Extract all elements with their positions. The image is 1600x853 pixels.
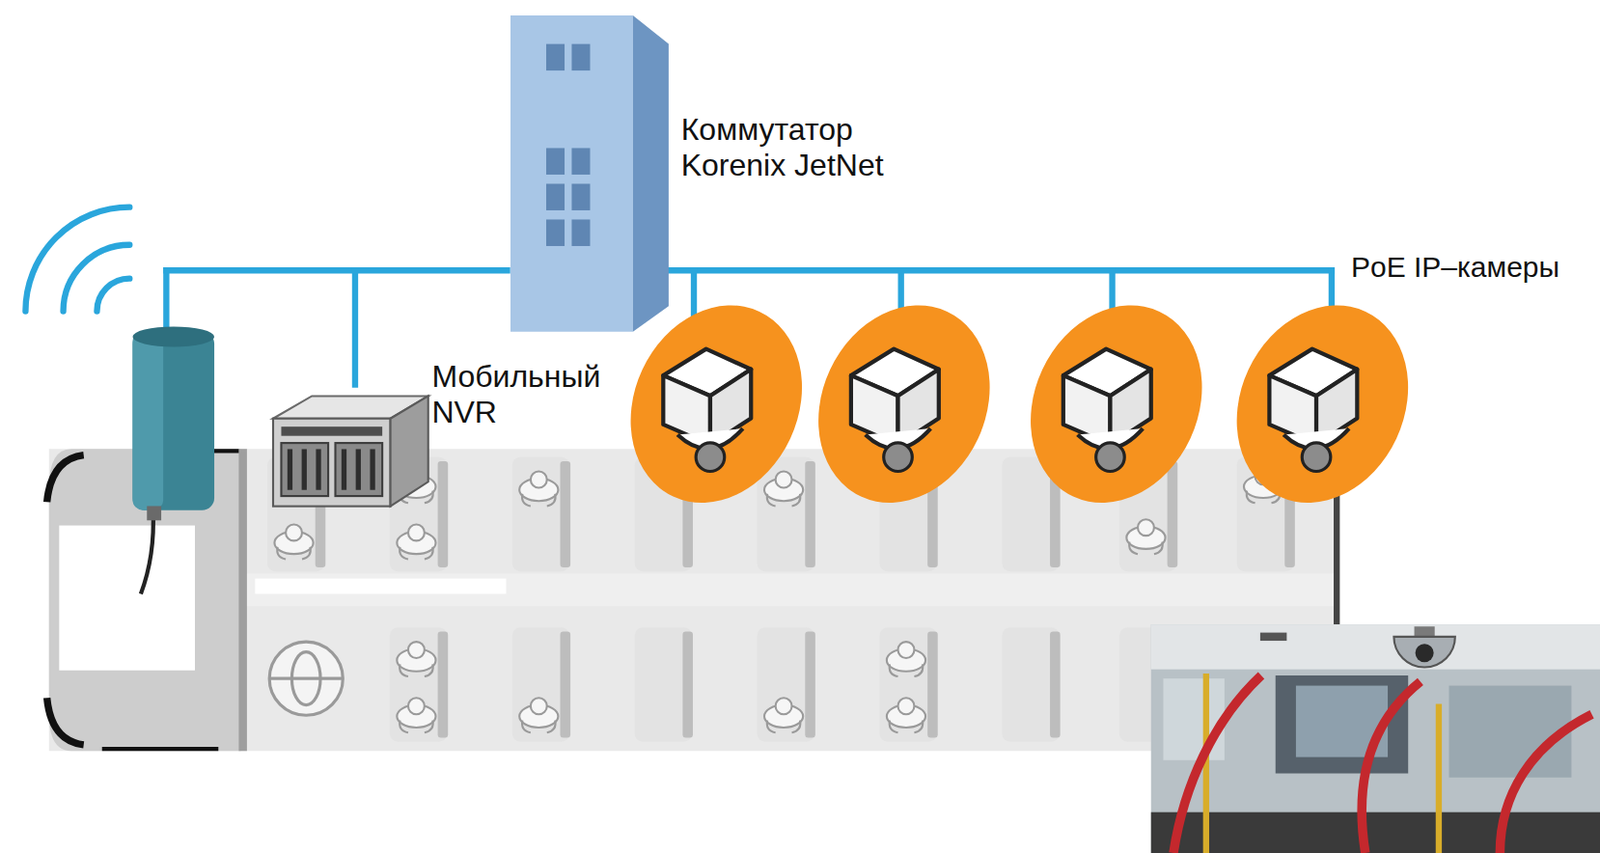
nvr-front	[273, 418, 391, 507]
switch-front	[510, 15, 634, 332]
photo-background	[1151, 624, 1600, 853]
ip-camera	[998, 276, 1234, 531]
router-highlight	[132, 331, 164, 511]
bumper	[47, 455, 84, 503]
photo-handrail	[1499, 714, 1592, 853]
camera-halo	[998, 276, 1234, 531]
nvr-detail	[287, 448, 293, 490]
router-connector	[146, 505, 162, 521]
switch-window	[571, 147, 590, 174]
ip-camera	[1205, 276, 1440, 531]
passenger	[1126, 519, 1165, 554]
network-wire	[165, 267, 356, 274]
camera-icon	[1063, 349, 1152, 472]
photo-handrail	[1361, 681, 1421, 853]
passenger	[396, 697, 436, 733]
nvr-detail	[302, 448, 307, 490]
camera-halo	[1205, 276, 1440, 531]
wifi-arc	[96, 278, 130, 312]
photo-light	[1260, 633, 1287, 641]
passenger	[764, 471, 803, 507]
switch-window	[571, 43, 590, 70]
seat	[512, 457, 571, 572]
nvr-bay	[335, 442, 384, 497]
camera-group-label: PoE IP–камеры	[1351, 249, 1560, 285]
cab-divider	[238, 448, 247, 751]
seat	[1001, 627, 1060, 742]
seat	[757, 627, 816, 742]
photo-side-window	[1449, 686, 1573, 778]
passenger	[396, 524, 436, 560]
switch-window	[546, 43, 565, 70]
passenger	[886, 697, 926, 733]
network-wire	[163, 270, 169, 332]
aisle-strip	[254, 579, 506, 595]
seat	[389, 627, 448, 742]
dome-camera-mount	[1414, 626, 1435, 637]
nvr-detail	[341, 448, 347, 490]
nvr-side	[390, 395, 429, 506]
photo-handrail	[1173, 675, 1262, 853]
camera-mount-pole	[1333, 490, 1340, 628]
switch-window	[571, 183, 590, 210]
passenger	[519, 471, 558, 507]
antenna-cable	[140, 510, 154, 595]
seat	[757, 457, 816, 572]
seat	[634, 627, 693, 742]
switch-window	[546, 147, 565, 174]
network-switch: Коммутатор Korenix JetNet	[510, 15, 669, 332]
camera-icon	[1268, 349, 1357, 472]
nvr-bay	[281, 442, 330, 497]
passenger	[274, 524, 313, 560]
nvr-detail	[370, 448, 376, 490]
router-top	[132, 326, 215, 347]
switch-side	[633, 15, 669, 332]
wifi-arc	[63, 245, 131, 312]
windshield	[58, 525, 195, 671]
photo-floor	[1151, 812, 1600, 853]
wifi-symbol	[25, 207, 130, 312]
bus-interior-photo	[1151, 624, 1600, 853]
wifi-arc	[25, 207, 130, 312]
mobile-nvr: Мобильный NVR	[273, 387, 429, 511]
photo-pole	[1435, 704, 1442, 853]
node-label: Коммутатор Korenix JetNet	[681, 111, 906, 184]
passenger	[764, 697, 803, 733]
dome-camera-lens	[1415, 643, 1435, 663]
bus-aisle	[245, 573, 1337, 607]
passenger	[886, 641, 926, 677]
passenger	[396, 641, 436, 677]
switch-window	[546, 219, 565, 246]
bumper	[47, 697, 84, 745]
dome-camera	[1393, 636, 1455, 668]
passenger	[519, 697, 558, 733]
seat	[879, 627, 938, 742]
network-switch-shape	[510, 15, 669, 332]
nvr-slot	[281, 426, 384, 437]
switch-window	[571, 219, 590, 246]
wireless-router	[132, 331, 215, 511]
steering-wheel	[269, 677, 343, 681]
network-wire	[662, 267, 1332, 274]
nvr-detail	[356, 448, 361, 490]
node-label: Мобильный NVR	[431, 358, 630, 431]
photo-side-window	[1162, 678, 1224, 761]
ip-camera	[787, 276, 1022, 531]
photo-ceiling	[1151, 624, 1600, 670]
nvr-detail	[316, 448, 322, 490]
camera-halo	[787, 276, 1022, 531]
camera-icon	[851, 349, 939, 472]
seat	[512, 627, 571, 742]
steering-wheel	[269, 641, 343, 716]
mobile-nvr-shape	[273, 387, 429, 511]
bus-edge	[102, 746, 220, 751]
camera-icon	[662, 349, 751, 472]
switch-window	[546, 183, 565, 210]
